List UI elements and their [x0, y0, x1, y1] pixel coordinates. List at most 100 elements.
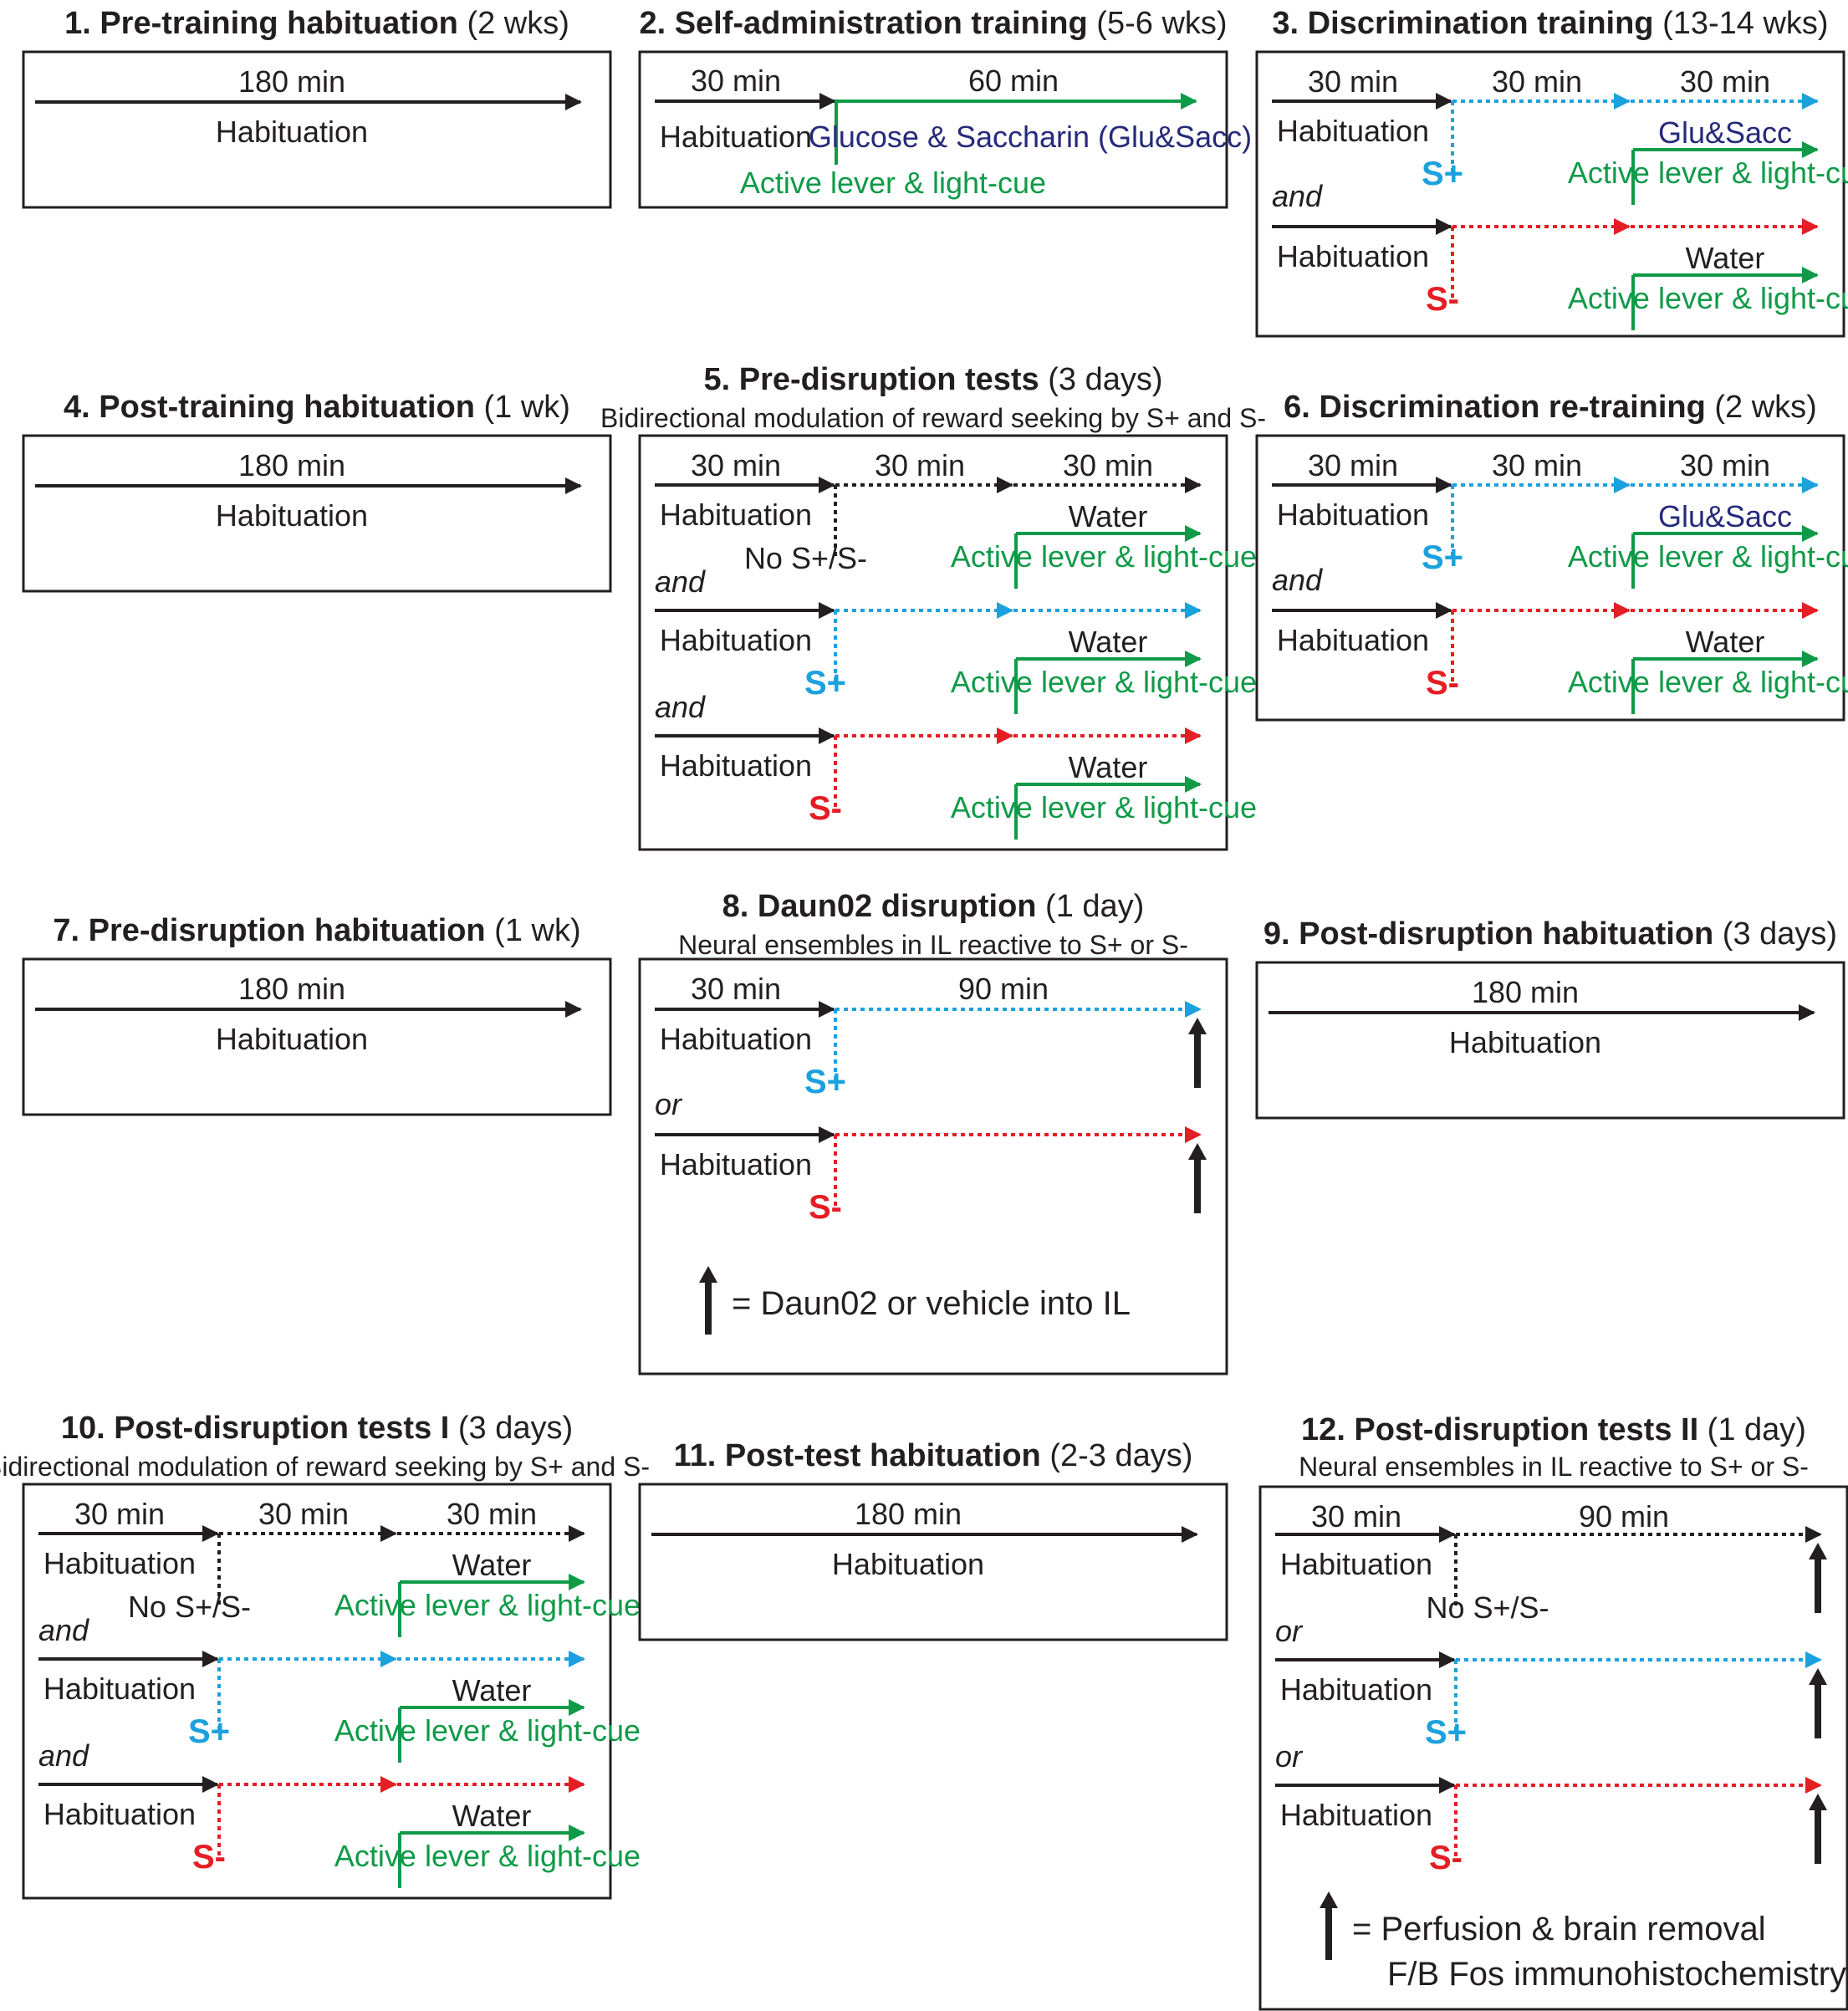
- panel-title-title-bold: Post-disruption habituation: [1290, 916, 1714, 952]
- phase-label: Habituation: [660, 498, 812, 532]
- reward-label: Water: [1686, 625, 1765, 659]
- trial-row: Habituation No S+/S-: [1275, 1526, 1827, 1625]
- duration-label: 30 min: [258, 1497, 349, 1531]
- cue-label: Active lever & light-cue: [1568, 539, 1848, 574]
- panel-frame: [638, 50, 1228, 209]
- up-arrow-icon: [1809, 1668, 1827, 1685]
- panel-title-title-bold: Pre-training habituation: [91, 6, 458, 41]
- duration-label: 60 min: [968, 64, 1059, 98]
- duration-label: 90 min: [958, 972, 1049, 1006]
- cue-label: Active lever & light-cue: [1568, 156, 1848, 190]
- panel-frame: [22, 957, 612, 1116]
- panel-p10: Bidirectional modulation of reward seeki…: [0, 1452, 650, 1900]
- reward-label: Water: [452, 1673, 532, 1707]
- panel-frame: [1255, 50, 1845, 338]
- panel-frame: [638, 957, 1228, 1376]
- stimulus-label: No S+/S-: [744, 541, 867, 575]
- stimulus-label: S+: [1422, 539, 1463, 576]
- up-arrow-icon: [1809, 1543, 1827, 1559]
- panel-title-num: 11.: [674, 1438, 717, 1473]
- up-arrow-icon: [1188, 1143, 1207, 1160]
- panel-title-title-rest: (5-6 wks): [1088, 6, 1228, 41]
- phase-label: Habituation: [1277, 239, 1429, 273]
- panel-title-num: 1.: [64, 6, 91, 41]
- phase-label: Habituation: [43, 1672, 196, 1706]
- duration-label: 30 min: [447, 1497, 537, 1531]
- duration-label: 30 min: [1680, 64, 1770, 99]
- phase-label: Habituation: [660, 1022, 812, 1056]
- reward-label: Water: [1069, 499, 1148, 533]
- phase-label: Habituation: [1277, 498, 1429, 532]
- reward-label: Water: [452, 1548, 532, 1582]
- panel-title: 6. Discrimination re-training (2 wks): [1284, 390, 1817, 425]
- legend: = Daun02 or vehicle into IL: [699, 1266, 1131, 1335]
- panel-title: 8. Daun02 disruption (1 day): [722, 889, 1145, 924]
- phase-label: Habituation: [43, 1797, 196, 1831]
- stimulus-label: No S+/S-: [1426, 1590, 1549, 1625]
- stimulus-label: S+: [804, 665, 846, 702]
- conjunction-label: or: [1275, 1614, 1304, 1648]
- reward-label: Water: [1069, 750, 1148, 784]
- panel-title-title-bold: Discrimination re-training: [1310, 390, 1706, 425]
- stimulus-label: S-: [1426, 665, 1459, 702]
- cue-label: Active lever & light-cue: [951, 665, 1257, 699]
- panel-p8: Neural ensembles in IL reactive to S+ or…: [638, 930, 1228, 1376]
- duration-label: 30 min: [1492, 448, 1582, 482]
- up-arrow-icon: [699, 1266, 717, 1283]
- panel-title-title-rest: (2 wks): [458, 6, 569, 41]
- cue-label: Active lever & light-cue: [951, 790, 1257, 824]
- panel-subtitle: Bidirectional modulation of reward seeki…: [600, 403, 1266, 433]
- conjunction-label: and: [655, 564, 706, 599]
- legend-label: = Daun02 or vehicle into IL: [732, 1285, 1131, 1322]
- phase-label: Habituation: [660, 748, 812, 783]
- panel-title-title-bold: Post-training habituation: [90, 390, 475, 425]
- phase-label: Habituation: [1280, 1547, 1432, 1581]
- duration-label: 180 min: [238, 64, 345, 99]
- stimulus-label: S-: [809, 790, 842, 827]
- phase-label: Habituation: [1280, 1672, 1432, 1707]
- panel-title: 7. Pre-disruption habituation (1 wk): [53, 913, 580, 948]
- panel-frame: [638, 434, 1228, 851]
- reward-label: Glu&Sacc: [1658, 499, 1792, 533]
- legend-label: = Perfusion & brain removal: [1352, 1911, 1766, 1947]
- phase-label: Habituation: [1277, 623, 1429, 657]
- conjunction-label: and: [1272, 179, 1323, 213]
- duration-label: 30 min: [691, 64, 781, 98]
- duration-label: 30 min: [1311, 1499, 1401, 1534]
- up-arrow-icon: [1809, 1794, 1827, 1810]
- panel-title-title-rest: (1 day): [1037, 889, 1145, 924]
- panel-title-title-rest: (3 days): [449, 1411, 573, 1446]
- panel-title-num: 6.: [1284, 390, 1310, 425]
- legend-label: F/B Fos immunohistochemistry: [1387, 1956, 1846, 1993]
- panel-title-title-rest: (2 wks): [1706, 390, 1817, 425]
- phase-label: Habituation: [216, 115, 368, 149]
- panel-title-title-bold: Discrimination training: [1299, 6, 1653, 41]
- stimulus-label: S-: [192, 1839, 226, 1876]
- duration-label: 180 min: [1472, 975, 1579, 1009]
- panel-title-num: 7.: [53, 913, 79, 948]
- panel-frame: [22, 50, 612, 209]
- phase-label: Habituation: [216, 1022, 368, 1056]
- duration-label: 30 min: [691, 972, 781, 1006]
- phase-label: Habituation: [1277, 114, 1429, 148]
- panel-title: 2. Self-administration training (5-6 wks…: [639, 6, 1227, 41]
- duration-label: 30 min: [1308, 448, 1398, 482]
- cue-label: Active lever & light-cue: [1568, 281, 1848, 315]
- stimulus-label: No S+/S-: [128, 1590, 251, 1624]
- duration-label: 180 min: [238, 448, 345, 482]
- panel-title: 3. Discrimination training (13-14 wks): [1272, 6, 1828, 41]
- stimulus-label: S-: [809, 1189, 842, 1226]
- phase-label: Habituation: [832, 1547, 984, 1581]
- cue-label: Active lever & light-cue: [1568, 665, 1848, 699]
